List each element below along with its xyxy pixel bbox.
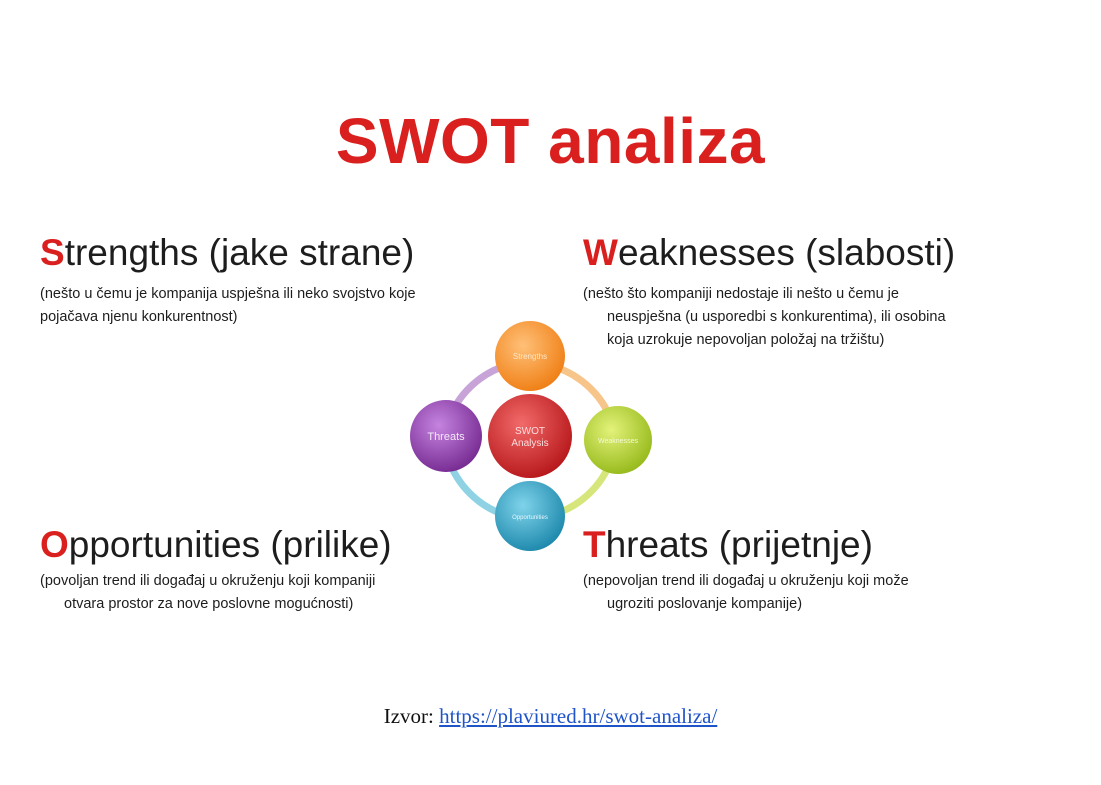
source-link[interactable]: https://plaviured.hr/swot-analiza/	[439, 704, 718, 728]
threats-desc-line: (nepovoljan trend ili događaj u okruženj…	[583, 573, 909, 589]
threats-heading: Threats (prijetnje)	[583, 524, 873, 566]
strengths-circle	[495, 321, 565, 391]
weaknesses-desc-line: neuspješna (u usporedbi s konkurentima),…	[607, 309, 946, 325]
threats-description: (nepovoljan trend ili događaj u okruženj…	[583, 570, 909, 616]
strengths-description: (nešto u čemu je kompanija uspješna ili …	[40, 283, 416, 329]
weaknesses-circle	[584, 406, 652, 474]
weaknesses-desc-line: koja uzrokuje nepovoljan položaj na trži…	[607, 332, 885, 348]
diagram-center-line1: SWOT	[515, 426, 545, 437]
opportunities-desc-line: otvara prostor za nove poslovne mogućnos…	[64, 596, 354, 612]
threats-heading-text: hreats (prijetnje)	[605, 524, 873, 565]
strengths-heading-text: trengths (jake strane)	[64, 232, 415, 273]
weaknesses-heading-text: eaknesses (slabosti)	[617, 232, 956, 273]
opportunities-initial: O	[40, 524, 69, 565]
threats-desc-line: ugroziti poslovanje kompanije)	[607, 596, 803, 612]
source-caption: Izvor: https://plaviured.hr/swot-analiza…	[0, 704, 1101, 729]
weaknesses-description: (nešto što kompaniji nedostaje ili nešto…	[583, 283, 946, 352]
source-prefix: Izvor:	[383, 704, 440, 728]
opportunities-heading-text: pportunities (prilike)	[68, 524, 392, 565]
page-title: SWOT analiza	[335, 105, 766, 177]
weaknesses-desc-line: (nešto što kompaniji nedostaje ili nešto…	[583, 286, 899, 302]
diagram-right-label: Weaknesses	[598, 438, 638, 445]
strengths-initial: S	[40, 232, 65, 273]
strengths-desc-line: (nešto u čemu je kompanija uspješna ili …	[40, 286, 416, 302]
opportunities-description: (povoljan trend ili događaj u okruženju …	[40, 570, 375, 616]
strengths-desc-line: pojačava njenu konkurentnost)	[40, 309, 238, 325]
diagram-left-label: Threats	[427, 431, 465, 443]
diagram-top-label: Strengths	[513, 352, 547, 361]
strengths-heading: Strengths (jake strane)	[40, 232, 414, 274]
weaknesses-heading: Weaknesses (slabosti)	[583, 232, 955, 274]
diagram-center-line2: Analysis	[511, 438, 548, 449]
swot-diagram: Strengths Weaknesses Opportunities Threa…	[410, 321, 652, 551]
opportunities-circle	[495, 481, 565, 551]
weaknesses-initial: W	[583, 232, 618, 273]
opportunities-desc-line: (povoljan trend ili događaj u okruženju …	[40, 573, 376, 589]
swot-center-circle	[488, 394, 572, 478]
threats-circle	[410, 400, 482, 472]
diagram-bottom-label: Opportunities	[512, 515, 548, 521]
threats-initial: T	[583, 524, 606, 565]
opportunities-heading: Opportunities (prilike)	[40, 524, 392, 566]
